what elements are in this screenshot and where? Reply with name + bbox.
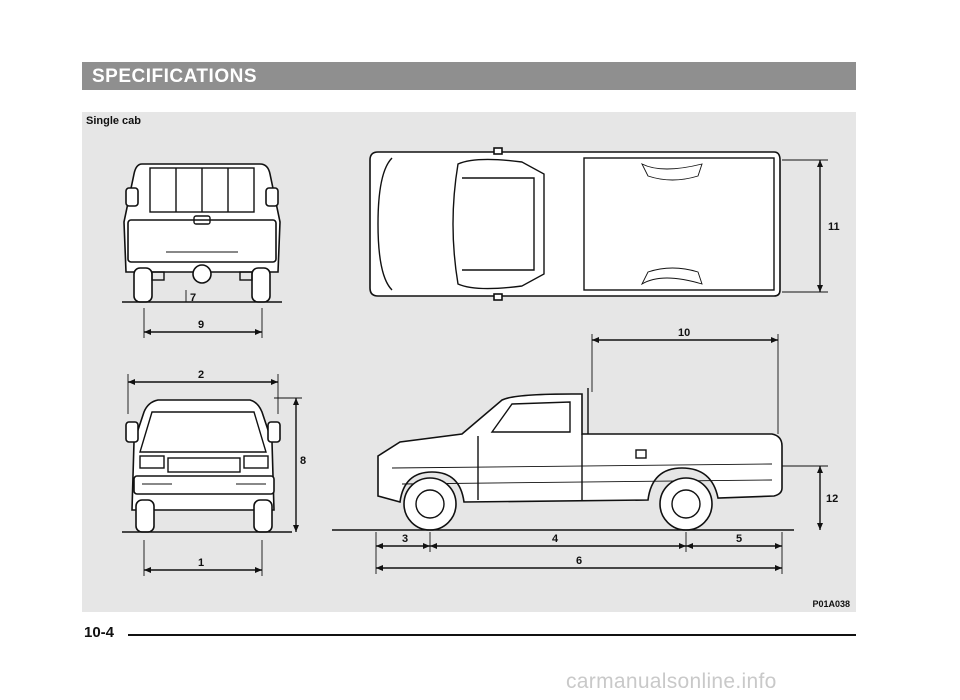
side-view-drawing <box>332 388 794 531</box>
dimension-label-10: 10 <box>678 327 690 339</box>
figure-code: P01A038 <box>812 599 850 609</box>
vehicle-drawings: 7 9 2 8 1 11 10 12 3 4 5 6 <box>122 147 840 576</box>
dimension-label-7: 7 <box>190 292 196 304</box>
vehicle-dimensions-figure: Single cab <box>82 112 856 612</box>
watermark: carmanualsonline.info <box>566 670 777 693</box>
section-header-bar: SPECIFICATIONS <box>82 62 856 90</box>
dimension-label-11: 11 <box>828 221 840 233</box>
figure-caption: Single cab <box>86 115 142 127</box>
dimension-label-2: 2 <box>198 369 204 381</box>
dimension-label-9: 9 <box>198 319 204 331</box>
dimension-label-8: 8 <box>300 455 306 467</box>
dimension-label-3: 3 <box>402 533 408 545</box>
top-view-drawing <box>369 147 781 301</box>
rear-view-drawing <box>122 163 282 303</box>
dimension-label-12: 12 <box>826 493 838 505</box>
front-view-drawing <box>122 399 292 533</box>
dimension-lines <box>127 159 828 576</box>
section-title: SPECIFICATIONS <box>92 66 257 87</box>
dimension-label-4: 4 <box>552 533 559 545</box>
footer-rule <box>128 634 856 636</box>
page-number: 10-4 <box>84 624 115 641</box>
dimension-label-5: 5 <box>736 533 742 545</box>
dimension-label-6: 6 <box>576 555 582 567</box>
dimension-label-1: 1 <box>198 557 204 569</box>
